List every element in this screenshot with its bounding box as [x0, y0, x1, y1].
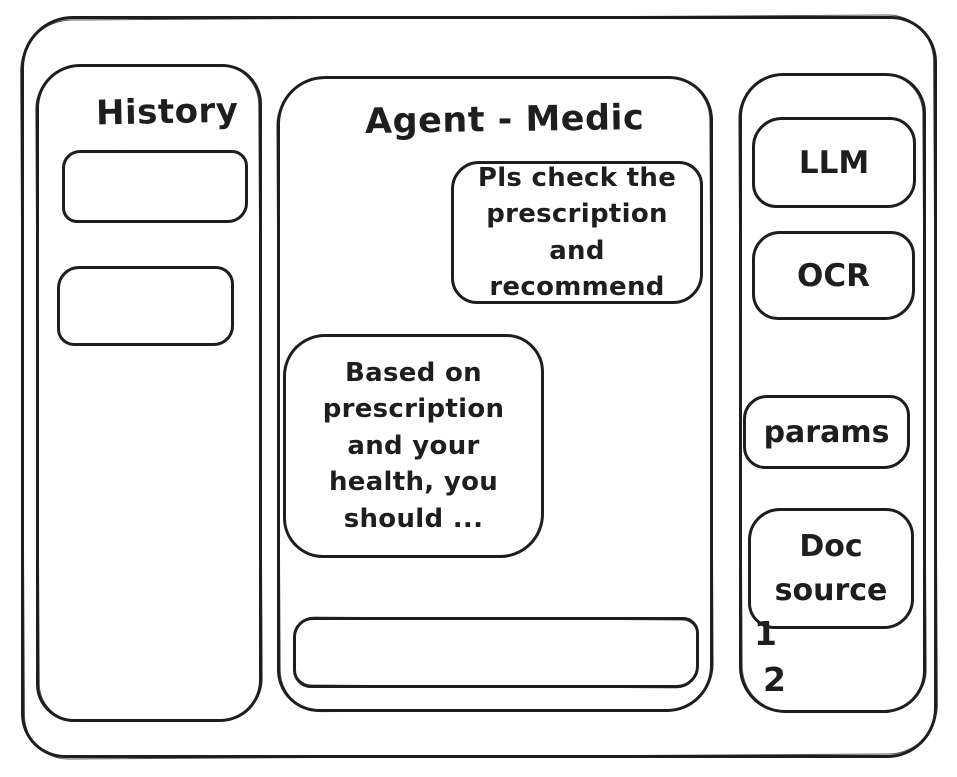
- ocr-button[interactable]: OCR: [752, 231, 915, 320]
- params-button[interactable]: params: [743, 395, 910, 469]
- ocr-button-label: OCR: [797, 257, 870, 294]
- assistant-message-bubble: Based on prescription and your health, y…: [283, 334, 544, 558]
- history-title: History: [95, 90, 239, 134]
- user-message-bubble: Pls check the prescription and recommend: [451, 161, 703, 304]
- doc-source-button-label: Doc source: [774, 529, 888, 608]
- chat-input[interactable]: [293, 617, 699, 688]
- history-item[interactable]: [57, 266, 234, 346]
- chat-title: Agent - Medic: [364, 98, 645, 142]
- llm-button[interactable]: LLM: [752, 117, 916, 208]
- params-button-label: params: [763, 414, 890, 450]
- history-item[interactable]: [62, 150, 248, 223]
- assistant-message-text: Based on prescription and your health, y…: [322, 358, 505, 534]
- doc-source-button[interactable]: Doc source: [748, 508, 914, 629]
- doc-source-item-1[interactable]: 1: [754, 614, 778, 653]
- user-message-text: Pls check the prescription and recommend: [477, 162, 677, 302]
- llm-button-label: LLM: [798, 144, 870, 181]
- doc-source-item-2[interactable]: 2: [763, 660, 787, 699]
